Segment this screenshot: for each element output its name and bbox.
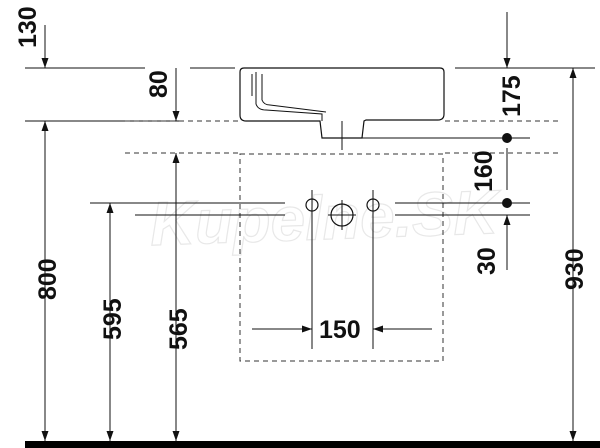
dim-80-label: 80 [145, 70, 173, 98]
dim-150-label: 150 [319, 316, 361, 344]
dim-160-label: 160 [470, 150, 498, 192]
dim-800-label: 800 [34, 258, 62, 300]
watermark-text: Kupelne.SK [149, 178, 503, 259]
dim-595-label: 595 [99, 298, 127, 340]
dim-175-label: 175 [498, 75, 526, 117]
label-backdrop-150 [316, 314, 370, 344]
dim-30-label: 30 [473, 247, 501, 275]
wall-niche-outline [239, 153, 444, 362]
reference-dot-drain [502, 133, 512, 143]
dim-930-label: 930 [561, 248, 589, 290]
supply-connections [90, 190, 530, 349]
dimension-arrows [41, 12, 577, 441]
dim-130-label: 130 [14, 6, 42, 48]
basin [239, 67, 445, 150]
reference-dot-supply [502, 198, 512, 208]
dim-565-label: 565 [165, 308, 193, 350]
floor-line [25, 441, 600, 448]
